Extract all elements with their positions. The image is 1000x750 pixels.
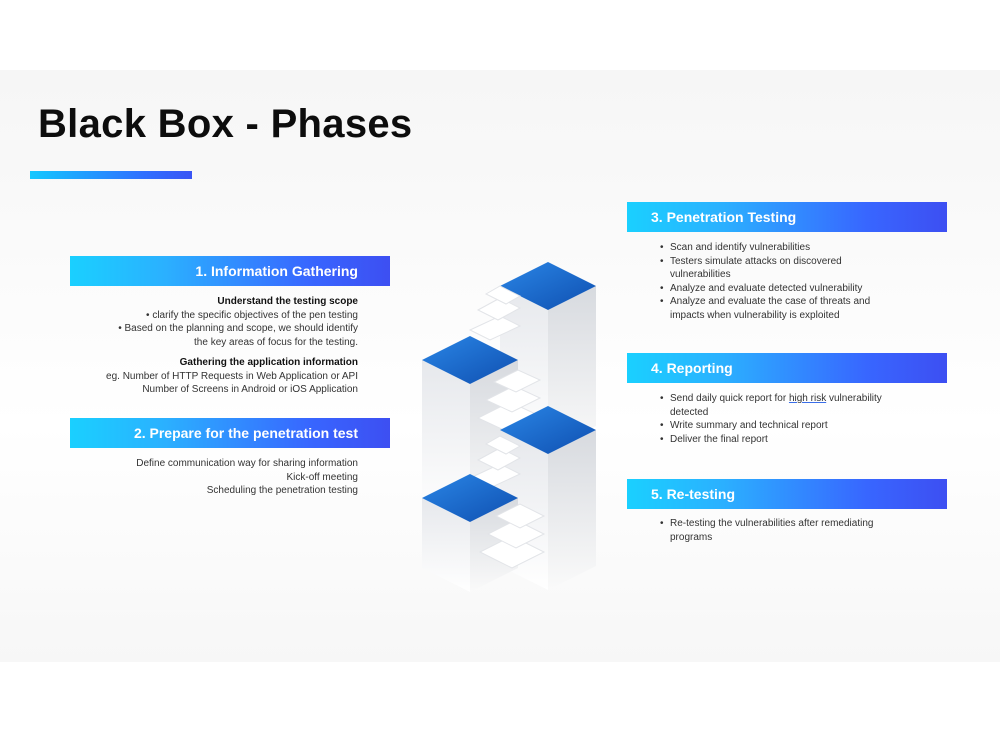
phase-1-info-line: Number of Screens in Android or iOS Appl… — [142, 384, 358, 395]
phase-5-bullet-list: Re-testing the vulnerabilities after rem… — [660, 517, 900, 544]
phase-4-bullet-text: vulnerability detected — [670, 393, 882, 418]
phase-5-banner: 5. Re-testing — [627, 479, 947, 509]
phase-2-line: Scheduling the penetration testing — [206, 485, 358, 496]
phase-1-sub-heading-scope: Understand the testing scope — [217, 296, 358, 307]
phase-1-scope-line: • clarify the specific objectives of the… — [146, 309, 358, 321]
phase-1-scope-line: the key areas of focus for the testing. — [194, 336, 358, 348]
phase-4-banner: 4. Reporting — [627, 353, 947, 383]
phase-1-heading: 1. Information Gathering — [195, 263, 358, 279]
phase-3-banner: 3. Penetration Testing — [627, 202, 947, 232]
phase-4-bullet: Write summary and technical report — [660, 419, 900, 433]
phase-3-heading: 3. Penetration Testing — [651, 209, 797, 225]
phase-3-bullet: Scan and identify vulnerabilities — [660, 241, 900, 255]
page-title: Black Box - Phases — [38, 102, 413, 146]
phase-2-heading: 2. Prepare for the penetration test — [133, 425, 358, 441]
phase-1-scope-line: • Based on the planning and scope, we sh… — [118, 323, 358, 334]
phase-5-bullet: Re-testing the vulnerabilities after rem… — [660, 517, 900, 544]
high-risk-term: high risk — [788, 393, 827, 404]
phase-4-bullet: Send daily quick report for high risk vu… — [660, 392, 900, 419]
phase-4-bullet-list: Send daily quick report for high risk vu… — [660, 392, 900, 446]
phase-4-heading: 4. Reporting — [651, 360, 733, 376]
phase-3-bullet: Analyze and evaluate the case of threats… — [660, 295, 900, 322]
phase-3-bullet-list: Scan and identify vulnerabilities Tester… — [660, 241, 900, 322]
phase-1-sub-heading-info: Gathering the application information — [179, 357, 358, 368]
phase-4-bullet-text: Send daily quick report for — [670, 393, 789, 404]
phase-3-bullet: Analyze and evaluate detected vulnerabil… — [660, 282, 900, 296]
phase-2-details: Define communication way for sharing inf… — [90, 457, 358, 498]
phase-5-heading: 5. Re-testing — [651, 486, 736, 502]
phase-4-bullet: Deliver the final report — [660, 433, 900, 447]
phase-1-info-line: eg. Number of HTTP Requests in Web Appli… — [106, 370, 358, 382]
phase-3-details: Scan and identify vulnerabilities Tester… — [660, 241, 900, 322]
phase-1-banner: 1. Information Gathering — [70, 256, 390, 286]
phase-3-bullet: Testers simulate attacks on discovered v… — [660, 255, 900, 282]
phase-4-details: Send daily quick report for high risk vu… — [660, 392, 900, 446]
phase-5-details: Re-testing the vulnerabilities after rem… — [660, 517, 900, 544]
phase-2-line: Kick-off meeting — [286, 471, 358, 483]
title-accent-bar — [30, 171, 192, 179]
phase-2-line: Define communication way for sharing inf… — [136, 458, 358, 469]
phase-1-details: Understand the testing scope • clarify t… — [90, 295, 358, 397]
phase-2-banner: 2. Prepare for the penetration test — [70, 418, 390, 448]
